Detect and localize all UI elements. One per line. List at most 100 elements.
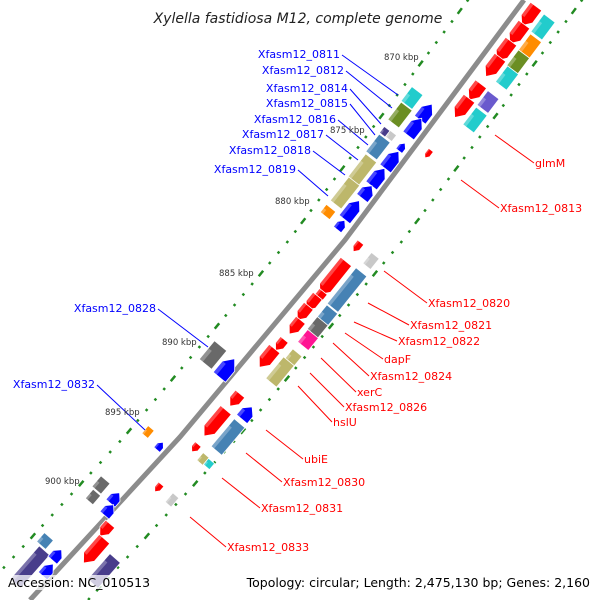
reverse-cds-red[interactable]	[95, 519, 116, 540]
leader-line	[189, 516, 227, 548]
gene-label-Xfasm12_0815[interactable]: Xfasm12_0815	[266, 97, 348, 110]
gene-label-Xfasm12_0822[interactable]: Xfasm12_0822	[398, 335, 480, 348]
forward-cds-blue[interactable]	[212, 354, 241, 383]
gene-feature-orange[interactable]	[141, 425, 155, 439]
reverse-cds-red[interactable]	[285, 315, 306, 338]
gene-feature-cyan[interactable]	[494, 65, 520, 91]
forward-cds-blue[interactable]	[332, 217, 348, 234]
gene-label-Xfasm12_0820[interactable]: Xfasm12_0820	[428, 297, 510, 310]
minor-tick	[446, 177, 451, 181]
forward-cds-blue[interactable]	[153, 440, 167, 453]
gene-label-Xfasm12_0812[interactable]: Xfasm12_0812	[262, 64, 344, 77]
gene-label-dapF[interactable]: dapF	[384, 353, 411, 366]
minor-tick	[89, 471, 93, 475]
gene-label-Xfasm12_0824[interactable]: Xfasm12_0824	[370, 370, 452, 383]
gene-label-Xfasm12_0813[interactable]: Xfasm12_0813	[500, 202, 582, 215]
gene-label-Xfasm12_0828[interactable]: Xfasm12_0828	[74, 302, 156, 315]
reverse-cds-red[interactable]	[504, 19, 531, 48]
gene-feature-khaki[interactable]	[329, 176, 361, 210]
gene-label-glmM[interactable]: glmM	[535, 157, 565, 170]
gene-label-ubiE[interactable]: ubiE	[304, 453, 328, 466]
gene-feature-gray[interactable]	[198, 340, 228, 370]
forward-cds-blue[interactable]	[379, 147, 405, 174]
gene-feature-lightgray[interactable]	[362, 251, 380, 271]
reverse-cds-red[interactable]	[350, 239, 365, 254]
minor-tick	[426, 51, 431, 55]
reverse-cds-red[interactable]	[272, 335, 289, 353]
major-tick	[531, 59, 538, 68]
minor-tick	[116, 565, 120, 570]
gene-label-Xfasm12_0831[interactable]: Xfasm12_0831	[261, 502, 343, 515]
reverse-cds-red[interactable]	[516, 1, 543, 30]
gene-feature-steel[interactable]	[326, 267, 368, 313]
gene-label-Xfasm12_0814[interactable]: Xfasm12_0814	[266, 82, 348, 95]
reverse-cds-red[interactable]	[293, 301, 314, 324]
gene-feature-magenta[interactable]	[296, 328, 320, 352]
gene-label-Xfasm12_0818[interactable]: Xfasm12_0818	[229, 144, 311, 157]
minor-tick	[470, 145, 474, 150]
gene-feature-khaki[interactable]	[196, 452, 210, 466]
reverse-cds-red[interactable]	[189, 441, 202, 455]
gene-feature-steel[interactable]	[35, 531, 55, 551]
leader-line	[460, 179, 500, 209]
gene-label-Xfasm12_0817[interactable]: Xfasm12_0817	[242, 128, 324, 141]
gene-label-Xfasm12_0830[interactable]: Xfasm12_0830	[283, 476, 365, 489]
minor-tick	[462, 156, 466, 160]
gene-label-Xfasm12_0832[interactable]: Xfasm12_0832	[13, 378, 95, 391]
forward-cds-blue[interactable]	[355, 181, 378, 204]
gene-label-xerC[interactable]: xerC	[357, 386, 382, 399]
reverse-cds-red[interactable]	[225, 389, 246, 410]
leader-line	[341, 54, 399, 96]
gene-label-Xfasm12_0811[interactable]: Xfasm12_0811	[258, 48, 340, 61]
gene-feature-lightgray[interactable]	[384, 129, 398, 143]
gene-feature-cyan[interactable]	[530, 13, 556, 41]
gene-feature-orange[interactable]	[319, 203, 337, 221]
minor-tick	[98, 460, 103, 465]
gene-feature-lightgray[interactable]	[164, 492, 180, 508]
gene-feature-cyan[interactable]	[400, 86, 424, 110]
gene-label-Xfasm12_0833[interactable]: Xfasm12_0833	[227, 541, 309, 554]
minor-tick	[203, 471, 207, 475]
gene-feature-olive[interactable]	[387, 101, 413, 129]
gene-label-Xfasm12_0819[interactable]: Xfasm12_0819	[214, 163, 296, 176]
reverse-cds-red[interactable]	[463, 79, 488, 104]
major-tick	[77, 480, 85, 487]
major-tick	[378, 112, 385, 120]
gene-feature-cyan[interactable]	[202, 457, 216, 471]
reverse-cds-red[interactable]	[199, 404, 232, 440]
minor-tick	[403, 82, 407, 87]
minor-tick	[332, 177, 337, 181]
gene-feature-gray[interactable]	[91, 475, 111, 495]
reverse-cds-red[interactable]	[480, 52, 507, 81]
gene-feature-cyan[interactable]	[462, 106, 488, 134]
gene-feature-violet[interactable]	[476, 90, 500, 114]
minor-tick	[11, 555, 16, 559]
minor-tick	[136, 418, 140, 423]
forward-cds-blue[interactable]	[338, 196, 365, 225]
forward-cds-blue[interactable]	[105, 489, 124, 508]
gene-label-hslU[interactable]: hslU	[333, 416, 357, 429]
gene-label-Xfasm12_0821[interactable]: Xfasm12_0821	[410, 319, 492, 332]
reverse-cds-red[interactable]	[423, 147, 434, 160]
forward-cds-blue[interactable]	[99, 501, 118, 520]
gene-label-Xfasm12_0816[interactable]: Xfasm12_0816	[254, 113, 336, 126]
leader-line	[265, 429, 304, 460]
forward-cds-blue[interactable]	[365, 164, 391, 191]
gene-label-Xfasm12_0826[interactable]: Xfasm12_0826	[345, 401, 427, 414]
reverse-cds-red[interactable]	[152, 481, 165, 494]
gene-feature-steel[interactable]	[365, 133, 391, 161]
leader-line	[297, 385, 333, 423]
forward-cds-blue[interactable]	[235, 402, 257, 425]
reverse-cds-red[interactable]	[449, 93, 476, 122]
gene-feature-gray[interactable]	[84, 488, 102, 506]
forward-cds-blue[interactable]	[395, 141, 408, 154]
forward-cds-blue[interactable]	[47, 546, 66, 565]
minor-tick	[317, 198, 321, 202]
gene-feature-steel[interactable]	[210, 418, 246, 456]
reverse-cds-red[interactable]	[254, 343, 281, 371]
reverse-cds-red[interactable]	[78, 533, 111, 567]
gene-feature-khaki[interactable]	[265, 356, 295, 388]
major-tick	[570, 7, 577, 15]
forward-cds-blue[interactable]	[402, 114, 428, 141]
